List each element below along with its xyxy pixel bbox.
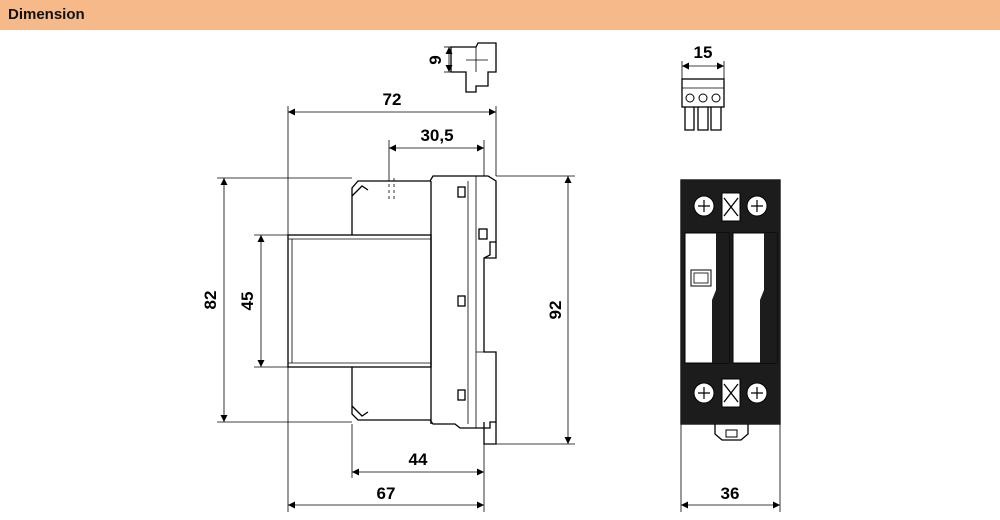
dim-front-height: 45 bbox=[238, 292, 257, 311]
plug-side-view bbox=[450, 42, 497, 93]
dim-overall-depth: 72 bbox=[383, 90, 402, 109]
bottom-clip bbox=[351, 405, 369, 417]
dim-rail-depth: 44 bbox=[409, 450, 428, 469]
dim-depth-to-rail-front: 30,5 bbox=[420, 126, 453, 145]
section-title: Dimension bbox=[8, 6, 85, 23]
dim-terminal-height: 9 bbox=[426, 55, 445, 64]
dimension-lines bbox=[217, 46, 781, 512]
dim-overall-height: 92 bbox=[546, 301, 565, 320]
dim-module-width: 36 bbox=[721, 484, 740, 503]
top-clip bbox=[351, 185, 369, 197]
dim-base-depth: 67 bbox=[377, 484, 396, 503]
body-outline bbox=[351, 175, 497, 429]
front-cover-outline bbox=[287, 234, 432, 368]
front-view bbox=[680, 179, 781, 441]
side-view bbox=[287, 175, 497, 445]
dim-body-height: 82 bbox=[201, 291, 220, 310]
section-header: Dimension bbox=[0, 0, 1000, 30]
plug-front-view bbox=[681, 78, 725, 131]
dim-terminal-width: 15 bbox=[694, 43, 713, 62]
